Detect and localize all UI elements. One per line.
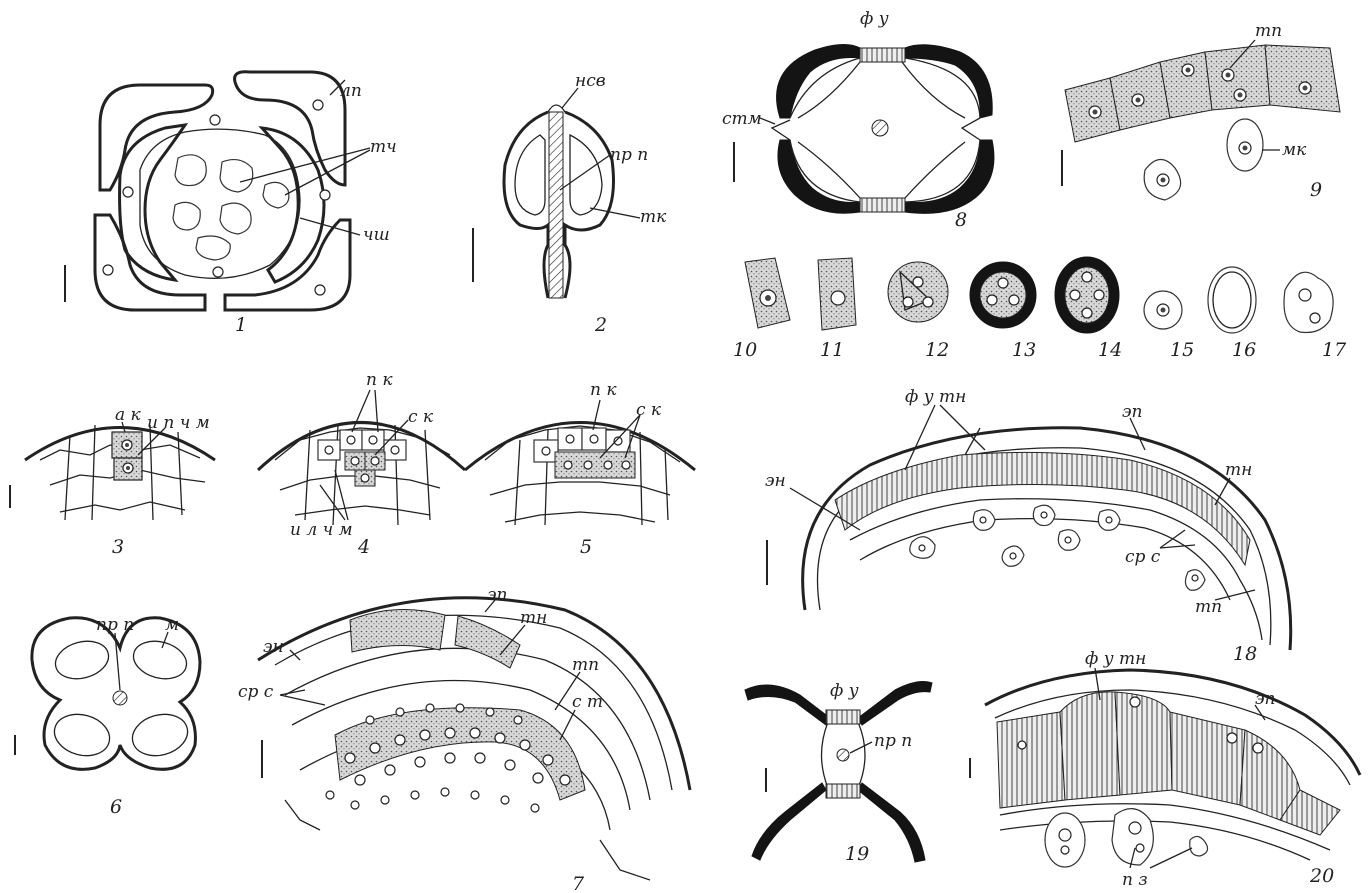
label-futn-20: ф у тн	[1085, 649, 1146, 669]
panel-9-tapetum-microspores: тп мк 9	[1062, 21, 1340, 201]
label-futn-18: ф у тн	[905, 387, 966, 407]
label-sk-4: с к	[408, 407, 434, 427]
label-ep-7: эп	[487, 585, 507, 605]
label-pk-4: п к	[366, 370, 393, 390]
panel-number-5: 5	[580, 536, 592, 558]
panel-number-1: 1	[235, 314, 247, 336]
panel-number-9: 9	[1310, 179, 1322, 201]
panel-number-13: 13	[1012, 339, 1036, 361]
label-ak: а к	[115, 405, 142, 425]
label-sk-5: с к	[636, 400, 662, 420]
panel-8-dehiscing-anther: ф у стм 8	[722, 9, 994, 231]
panel-18-mature-anther-wall: ф у тн эп тн эн ср с тп 18	[765, 387, 1291, 665]
panel-3-archesporial-cell: а к и п ч м 3	[10, 405, 215, 558]
label-fu-19: ф у	[830, 681, 859, 701]
label-prp-6: пр п	[96, 615, 134, 635]
sporogenous-cells	[345, 452, 385, 486]
panel-number-6: 6	[110, 796, 122, 818]
panel-5-sporogenous-tissue: п к с к 5	[465, 380, 695, 558]
label-tp-18: тп	[1195, 597, 1222, 617]
panel-4-primary-parietal: п к с к и л ч м 4	[258, 370, 465, 558]
label-en-18: эн	[765, 471, 786, 491]
label-tn-7: тн	[520, 608, 547, 628]
label-prp-2: пр п	[610, 145, 648, 165]
label-tk: тк	[640, 207, 667, 227]
panel-number-20: 20	[1309, 865, 1334, 887]
panel-number-2: 2	[594, 314, 607, 336]
label-prp-19: пр п	[874, 731, 912, 751]
panel-20-fibrous-endothecium: ф у тн эп п з 20	[970, 649, 1360, 890]
label-srs-7: ср с	[238, 682, 274, 702]
label-m: м	[165, 615, 179, 635]
label-chsh: чш	[363, 225, 390, 245]
label-ep-20: эп	[1255, 689, 1275, 709]
label-srs-18: ср с	[1125, 547, 1161, 567]
label-ilchm: и л ч м	[290, 520, 353, 540]
panel-1-flower-cross-section: лп тч чш 1	[65, 72, 397, 336]
panel-number-8: 8	[955, 209, 967, 231]
label-en-7: эн	[263, 637, 284, 657]
panel-number-15: 15	[1170, 339, 1194, 361]
panel-6-anther-cross-section: пр п м 6	[15, 615, 200, 818]
panel-19-dehisced-anther: ф у пр п 19	[745, 681, 932, 865]
panels-10-17-microsporogenesis-stages: 10 11 12 13 14 15 16 17	[733, 257, 1347, 361]
panel-number-3: 3	[112, 536, 124, 558]
label-tn-18: тн	[1225, 460, 1252, 480]
label-mk: мк	[1282, 140, 1307, 160]
panel-number-14: 14	[1098, 339, 1122, 361]
panel-number-11: 11	[820, 339, 844, 361]
label-ipchm: и п ч м	[147, 413, 210, 433]
label-tp-9: тп	[1255, 21, 1282, 41]
panel-number-12: 12	[925, 339, 949, 361]
label-fu-8: ф у	[860, 9, 889, 29]
label-tp-7: тп	[572, 655, 599, 675]
label-pz: п з	[1122, 870, 1148, 890]
panel-number-17: 17	[1322, 339, 1347, 361]
label-pk-5: п к	[590, 380, 617, 400]
panel-7-anther-wall-layers: эн эп тн тп с т ср с 7	[238, 585, 690, 893]
label-lp: лп	[340, 81, 362, 101]
panel-2-stamen-longitudinal: нсв пр п тк 2	[473, 71, 667, 336]
label-nsv: нсв	[575, 71, 606, 91]
panel-number-19: 19	[845, 843, 869, 865]
panel-number-4: 4	[357, 536, 370, 558]
panel-number-7: 7	[572, 873, 585, 893]
label-st: с т	[572, 692, 603, 712]
label-stm: стм	[722, 109, 762, 129]
panel-number-18: 18	[1233, 643, 1257, 665]
label-ep-18: эп	[1122, 402, 1142, 422]
panel-number-16: 16	[1232, 339, 1256, 361]
panel-number-10: 10	[733, 339, 757, 361]
label-tch: тч	[370, 137, 397, 157]
